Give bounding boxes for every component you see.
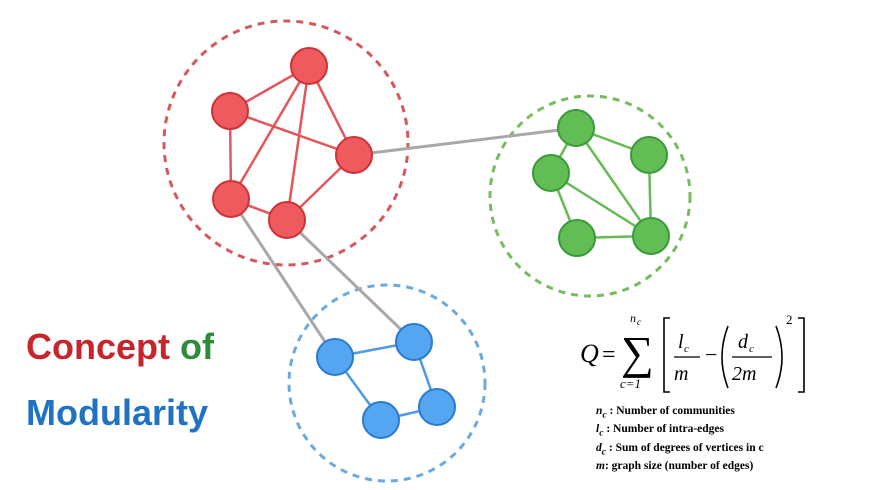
green-intra-edge bbox=[550, 171, 652, 238]
red-intra-edge bbox=[229, 109, 355, 157]
green-node bbox=[630, 136, 668, 174]
title-word-concept: Concept bbox=[26, 326, 170, 367]
green-node bbox=[558, 219, 596, 257]
left-bracket bbox=[663, 317, 670, 393]
green-node bbox=[557, 109, 595, 147]
legend-item: lc : Number of intra-edges bbox=[596, 422, 764, 440]
blue-node bbox=[362, 401, 400, 439]
red-intra-edge bbox=[285, 65, 311, 221]
formula-sigma: ∑ bbox=[621, 327, 654, 378]
inter-community-edge bbox=[353, 126, 577, 157]
title-concept-of: Concept of bbox=[26, 326, 214, 368]
title-modularity: Modularity bbox=[26, 392, 208, 434]
legend-symbol: n bbox=[596, 405, 603, 417]
red-intra-edge bbox=[229, 65, 311, 200]
green-community-ring bbox=[488, 94, 692, 298]
right-paren bbox=[775, 325, 783, 389]
legend-item: m: graph size (number of edges) bbox=[596, 459, 764, 474]
title-word-of: of bbox=[170, 326, 214, 367]
red-node bbox=[290, 47, 328, 85]
formula-lhs: Q bbox=[580, 339, 599, 368]
blue-node bbox=[316, 338, 354, 376]
legend-symbol: l bbox=[596, 423, 600, 436]
frac1-numerator-sub: c bbox=[684, 343, 689, 355]
legend-text: : graph size (number of edges) bbox=[604, 459, 754, 472]
left-paren bbox=[721, 325, 729, 389]
legend-item: nc : Number of communities bbox=[596, 404, 764, 422]
formula-exponent: 2 bbox=[786, 312, 793, 327]
red-community-ring bbox=[162, 19, 410, 267]
modularity-formula: Q = ∑ n c c=1 l c m − d c 2m 2 bbox=[580, 311, 805, 393]
green-node bbox=[532, 154, 570, 192]
inter-community-edge bbox=[285, 218, 416, 344]
inter-community-edge bbox=[229, 198, 337, 358]
red-node bbox=[335, 136, 373, 174]
legend-symbol-sub: c bbox=[602, 409, 607, 421]
blue-community-ring bbox=[287, 283, 487, 483]
green-node bbox=[632, 217, 670, 255]
legend-symbol: d bbox=[596, 441, 602, 454]
formula-sum-lower: c=1 bbox=[620, 376, 641, 391]
right-bracket bbox=[798, 317, 805, 393]
legend-item: dc : Sum of degrees of vertices in c bbox=[596, 441, 764, 459]
formula-legend: nc : Number of communities lc : Number o… bbox=[596, 404, 764, 474]
red-node bbox=[268, 201, 306, 239]
title-word-modularity: Modularity bbox=[26, 392, 209, 433]
red-node bbox=[211, 92, 249, 130]
formula-equals: = bbox=[602, 342, 616, 368]
formula-minus: − bbox=[705, 342, 717, 367]
frac2-denominator: 2m bbox=[732, 363, 756, 385]
formula-sum-upper-sub: c bbox=[637, 317, 641, 327]
frac2-numerator-sub: c bbox=[749, 343, 754, 355]
frac1-numerator: l bbox=[678, 331, 684, 353]
frac2-numerator: d bbox=[738, 331, 749, 353]
blue-node bbox=[418, 388, 456, 426]
blue-node bbox=[395, 323, 433, 361]
red-node bbox=[212, 180, 250, 218]
legend-symbol: m bbox=[596, 459, 605, 472]
frac1-denominator: m bbox=[674, 363, 688, 385]
legend-text: : Sum of degrees of vertices in c bbox=[606, 441, 764, 454]
legend-symbol-sub: c bbox=[601, 445, 607, 457]
legend-symbol-sub: c bbox=[599, 427, 604, 439]
legend-text: : Number of communities bbox=[606, 405, 735, 417]
formula-sum-upper: n bbox=[630, 311, 636, 325]
legend-text: : Number of intra-edges bbox=[603, 423, 724, 436]
green-intra-edge bbox=[574, 127, 653, 237]
